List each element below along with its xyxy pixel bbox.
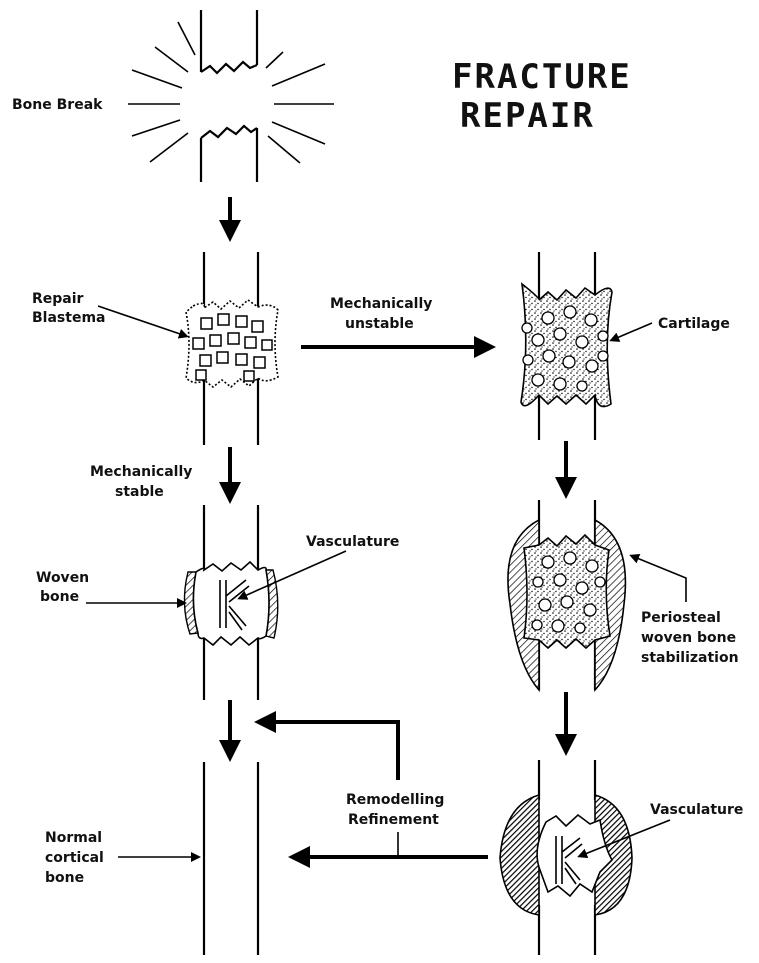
periosteal-cartilage-core	[524, 535, 610, 648]
label-blastema: Blastema	[32, 310, 105, 326]
stage-remodelling-vasculature: Vasculature	[500, 760, 743, 955]
label-cartilage: Cartilage	[658, 316, 730, 332]
label-stabilization: stabilization	[641, 650, 739, 666]
woven-bone-callus	[193, 562, 269, 645]
label-woven: Woven	[36, 570, 89, 586]
branch-mechanically-stable: Mechanically stable	[90, 447, 230, 500]
label-bone-normal: bone	[45, 870, 84, 886]
label-bone: bone	[40, 589, 79, 605]
label-normal: Normal	[45, 830, 102, 846]
label-refinement: Refinement	[348, 812, 439, 828]
title-line-1: FRACTURE	[452, 57, 632, 97]
label-remodelling: Remodelling	[346, 792, 444, 808]
pointer-cartilage	[612, 323, 652, 340]
bone-lower-walls	[201, 128, 257, 182]
stage-bone-break: Bone Break	[12, 10, 334, 182]
stage-repair-blastema: Repair Blastema	[32, 252, 278, 445]
label-periosteal: Periosteal	[641, 610, 721, 626]
stage-periosteal: Periosteal woven bone stabilization	[508, 500, 739, 690]
label-cortical: cortical	[45, 850, 104, 866]
branch-mechanically-unstable: Mechanically unstable	[301, 296, 492, 347]
stage-cartilage: Cartilage	[521, 252, 730, 440]
stage-normal-bone: Normal cortical bone	[45, 762, 258, 955]
label-woven-bone-2: woven bone	[641, 630, 736, 646]
pointer-repair-blastema	[98, 306, 186, 336]
label-mech-stable-1: Mechanically	[90, 464, 192, 480]
burst-lines	[128, 22, 334, 163]
remodel-callus-left	[500, 795, 539, 915]
fracture-edge-upper	[201, 62, 257, 73]
label-mech-unstable-2: unstable	[345, 316, 414, 332]
label-vasculature-left: Vasculature	[306, 534, 399, 550]
fracture-edge-lower	[201, 126, 257, 138]
normal-bone-walls	[204, 762, 258, 955]
label-vasculature-right: Vasculature	[650, 802, 743, 818]
stage-woven-bone: Vasculature Woven bone	[36, 505, 399, 700]
bone-upper-walls	[201, 10, 257, 72]
pointer-periosteal	[632, 556, 686, 602]
remodelling-refinement: Remodelling Refinement	[258, 722, 488, 857]
title: FRACTURE REPAIR	[452, 57, 632, 136]
label-mech-unstable-1: Mechanically	[330, 296, 432, 312]
label-bone-break: Bone Break	[12, 97, 103, 113]
label-mech-stable-2: stable	[115, 484, 164, 500]
title-line-2: REPAIR	[460, 96, 595, 136]
label-repair: Repair	[32, 291, 84, 307]
arrow-left-remodelling-upper	[258, 722, 398, 780]
